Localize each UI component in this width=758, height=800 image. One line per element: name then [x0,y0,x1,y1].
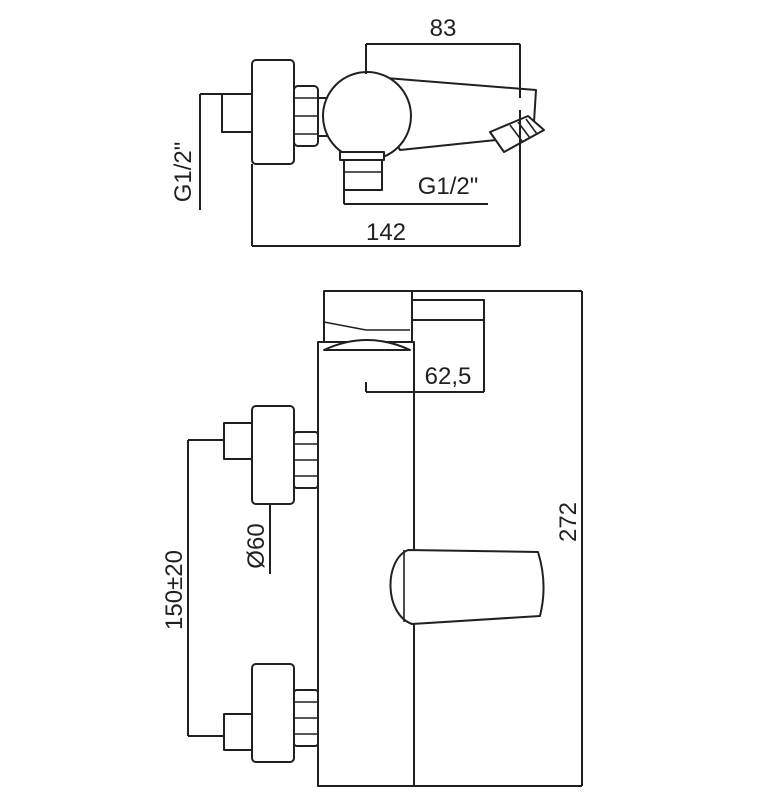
dim-label-272: 272 [555,502,582,542]
top-hex-nut [293,85,319,147]
top-mixer-body [322,71,412,161]
front-upper-inlet [223,405,319,505]
dim-label-83: 83 [430,15,457,42]
dim-thread-outlet: G1/2" [343,173,488,205]
front-spout [389,549,545,625]
dim-label-142: 142 [366,219,406,246]
top-wall-plate [251,59,295,165]
dim-83: 83 [365,15,521,98]
top-inlet-connector [221,93,255,133]
dim-62-5: 62,5 [365,310,485,393]
dim-label-thread-vertical: G1/2" [170,142,197,203]
front-lower-inlet [223,663,319,763]
front-view: 62,5 Ø60 150±20 272 [161,290,583,787]
dim-142: 142 [251,110,521,247]
top-view: 83 G1/2" G1/2" 142 [170,15,545,247]
dim-150-20: 150±20 [161,439,224,737]
dim-label-diameter-60: Ø60 [243,523,270,568]
dim-diameter-60: Ø60 [243,504,271,574]
front-top-lever [323,290,485,344]
top-bottom-outlet [339,151,385,191]
dim-label-62-5: 62,5 [425,363,472,390]
dim-thread-vertical: G1/2" [170,93,222,210]
front-dome-cap [323,339,411,351]
dim-label-thread-outlet: G1/2" [418,173,479,200]
dim-272: 272 [412,290,583,787]
dim-label-150-20: 150±20 [161,550,188,630]
